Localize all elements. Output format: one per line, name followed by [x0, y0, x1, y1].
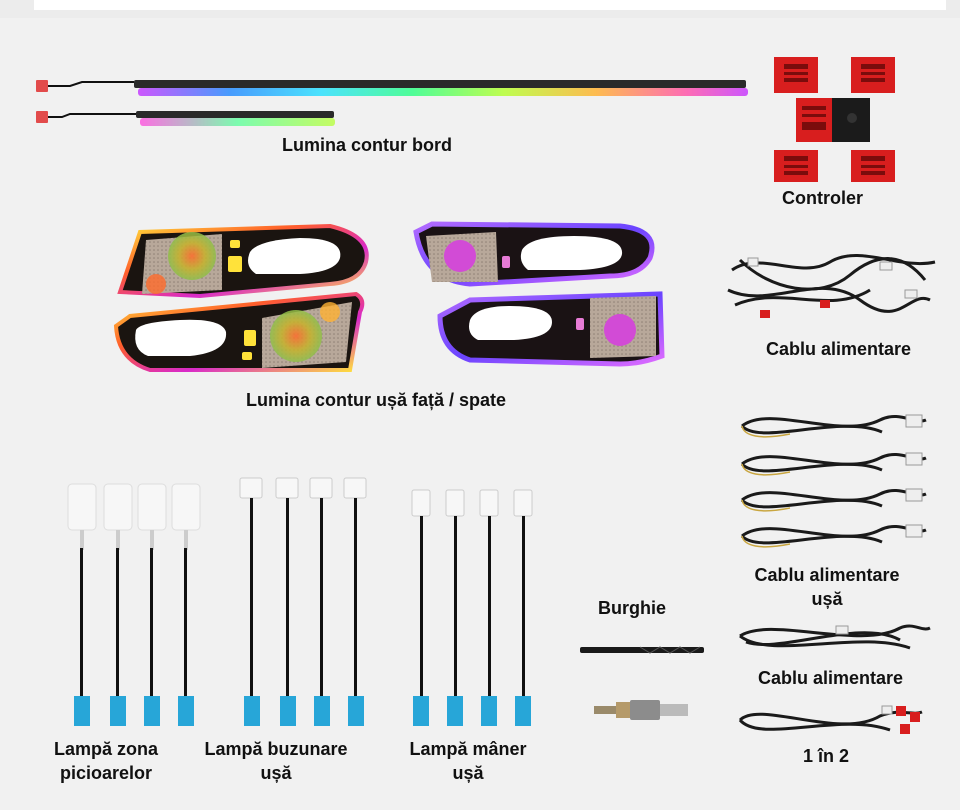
foot-lamp-group	[67, 483, 201, 726]
foot-lamp-label-line1: Lampă zona	[53, 739, 159, 759]
top-banner	[0, 0, 960, 18]
lamp-icon	[67, 483, 97, 726]
door-power-cable-label-line2: ușă	[811, 589, 843, 609]
step-bit-icon	[594, 700, 688, 720]
pocket-lamp-label-line2: ușă	[260, 763, 292, 783]
top-banner-strip	[34, 0, 946, 10]
pocket-lamp-label: Lampă buzunare ușă	[192, 737, 360, 785]
dash-light-label: Lumina contur bord	[282, 135, 452, 155]
handle-lamp-label-line2: ușă	[452, 763, 484, 783]
handle-lamp-group	[411, 489, 533, 726]
pocket-lamp-group	[239, 477, 367, 726]
splitter-cable-icon	[738, 705, 923, 734]
handle-lamp-label-line1: Lampă mâner	[409, 739, 527, 759]
pocket-lamp-label-line1: Lampă buzunare	[204, 739, 348, 759]
door-power-cable-label: Cablu alimentare ușă	[742, 563, 912, 611]
door-light-label: Lumina contur ușă față / spate	[246, 390, 507, 410]
power-harness-icon	[727, 254, 936, 318]
dash-led-strip-short	[36, 111, 335, 126]
drill-bit-icon	[580, 646, 704, 654]
controller-module-icon	[774, 57, 895, 182]
drill-bits-label: Burghie	[598, 598, 667, 618]
power-cable-2-label: Cablu alimentare	[758, 668, 904, 688]
door-trim-icon	[113, 223, 369, 372]
splitter-label: 1 în 2	[803, 746, 850, 766]
foot-lamp-label: Lampă zona picioarelor	[40, 737, 172, 785]
door-power-cable-label-line1: Cablu alimentare	[754, 565, 900, 585]
handle-lamp-label: Lampă mâner ușă	[398, 737, 538, 785]
door-power-cable-icon	[740, 414, 927, 548]
dash-led-strip-long	[36, 80, 748, 96]
door-trim-purple-icon	[413, 221, 665, 367]
controller-label: Controler	[782, 188, 863, 208]
power-cable-coil-icon	[739, 624, 931, 650]
foot-lamp-label-line2: picioarelor	[59, 763, 153, 783]
power-cable-label: Cablu alimentare	[766, 339, 912, 359]
